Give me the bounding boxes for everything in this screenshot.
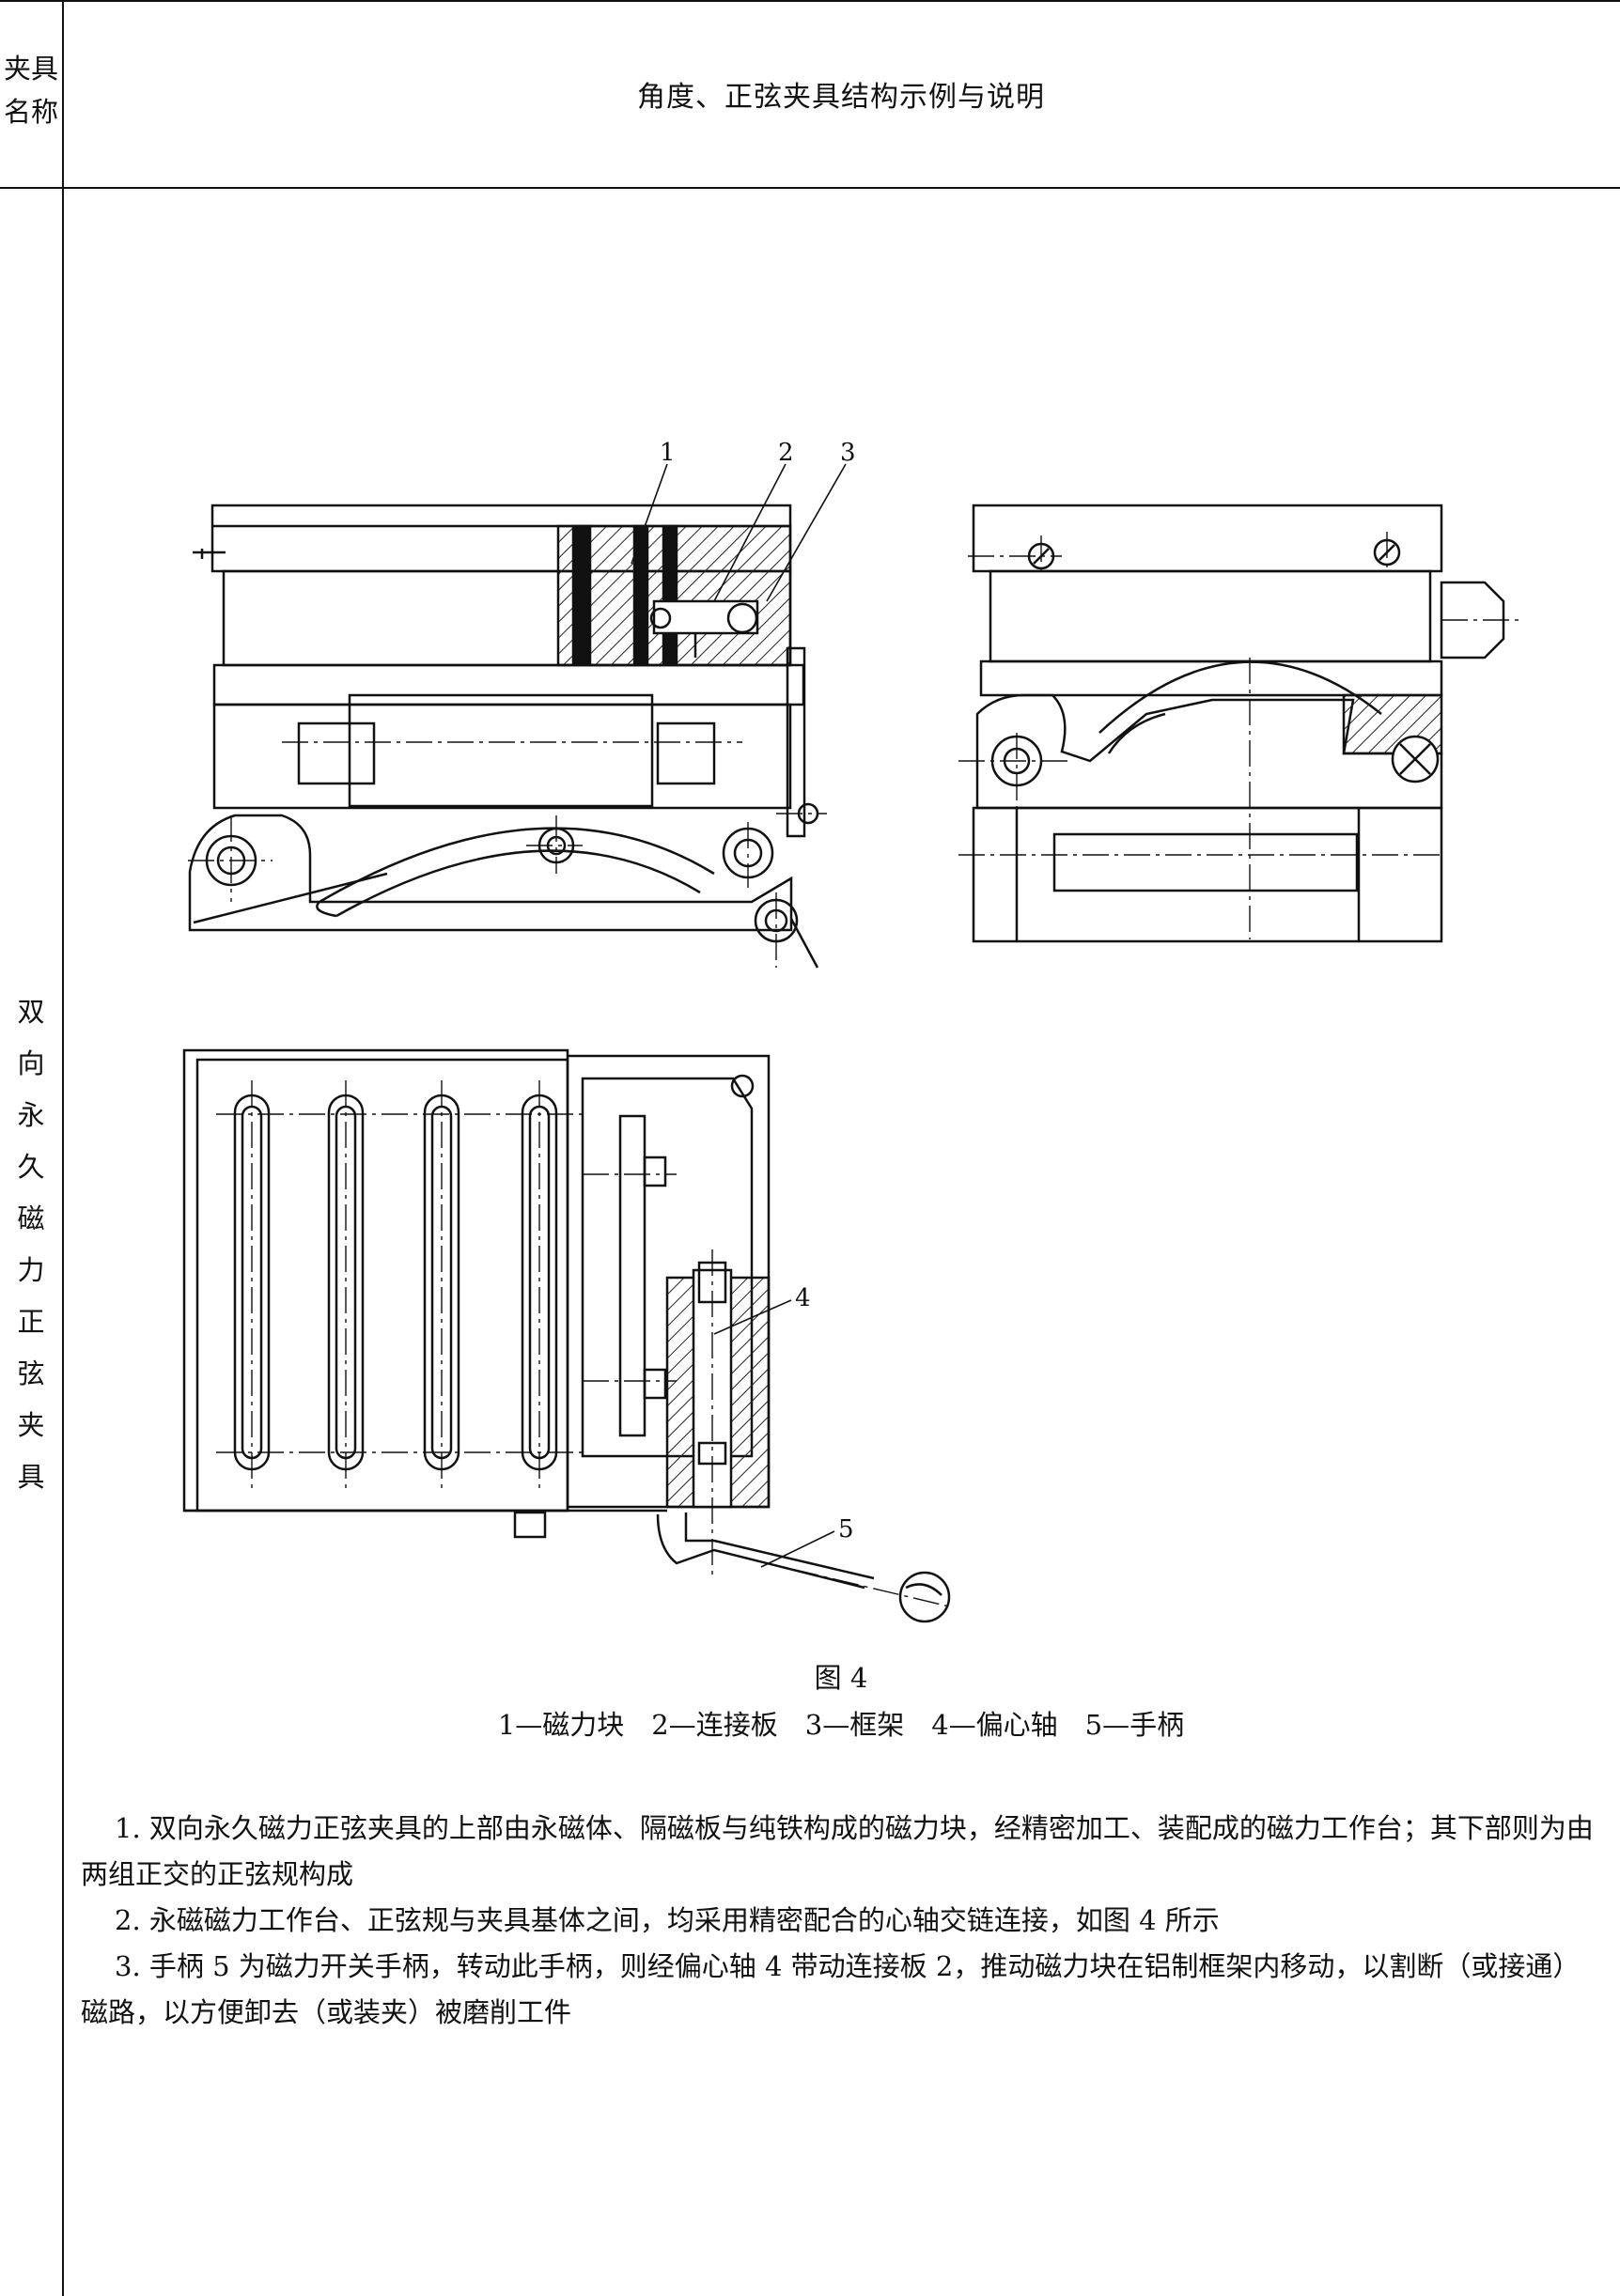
callout-5: 5 xyxy=(838,1515,854,1544)
side-view xyxy=(972,504,1505,943)
header-divider xyxy=(0,187,1620,189)
fixture-name-char: 磁 xyxy=(17,1202,45,1234)
description-paragraph: 3. 手柄 5 为磁力开关手柄，转动此手柄，则经偏心轴 4 带动连接板 2，推动… xyxy=(81,1950,1581,2028)
fixture-name-char: 久 xyxy=(17,1151,45,1183)
callout-3: 3 xyxy=(840,439,856,467)
header-label-line1: 夹具 xyxy=(3,53,58,85)
fixture-name-char: 双 xyxy=(17,996,45,1028)
header-label: 夹具 名称 xyxy=(0,47,62,133)
header-title: 角度、正弦夹具结构示例与说明 xyxy=(637,81,1045,114)
front-view xyxy=(188,504,819,969)
figure-title: 图 4 xyxy=(814,1662,868,1694)
callout-4: 4 xyxy=(795,1284,811,1312)
callout-2: 2 xyxy=(778,439,794,467)
plan-view xyxy=(182,1048,951,1623)
description-paragraph: 2. 永磁磁力工作台、正弦规与夹具基体之间，均采用精密配合的心轴交链连接，如图 … xyxy=(115,1904,1220,1936)
fixture-name-char: 力 xyxy=(17,1254,45,1286)
description-text: 1. 双向永久磁力正弦夹具的上部由永磁体、隔磁板与纯铁构成的磁力块，经精密加工、… xyxy=(81,1806,1603,2036)
fixture-name-char: 永 xyxy=(17,1099,45,1131)
center-lines xyxy=(188,532,1522,1607)
callout-1: 1 xyxy=(660,439,676,467)
fixture-name-char: 弦 xyxy=(17,1357,45,1389)
fixture-name-char: 向 xyxy=(17,1047,45,1079)
description-paragraph: 1. 双向永久磁力正弦夹具的上部由永磁体、隔磁板与纯铁构成的磁力块，经精密加工、… xyxy=(81,1812,1594,1890)
fixture-name-char: 夹 xyxy=(17,1409,45,1441)
column-divider xyxy=(62,0,64,2296)
fixture-name-char: 正 xyxy=(17,1306,45,1338)
fixture-name-vertical: 双 向 永 久 磁 力 正 弦 夹 具 xyxy=(0,986,62,1503)
header-label-line2: 名称 xyxy=(3,96,58,128)
table-top-border xyxy=(0,0,1620,2)
fixture-name-char: 具 xyxy=(17,1461,45,1493)
figure-legend: 1—磁力块 2—连接板 3—框架 4—偏心轴 5—手柄 xyxy=(497,1709,1185,1741)
